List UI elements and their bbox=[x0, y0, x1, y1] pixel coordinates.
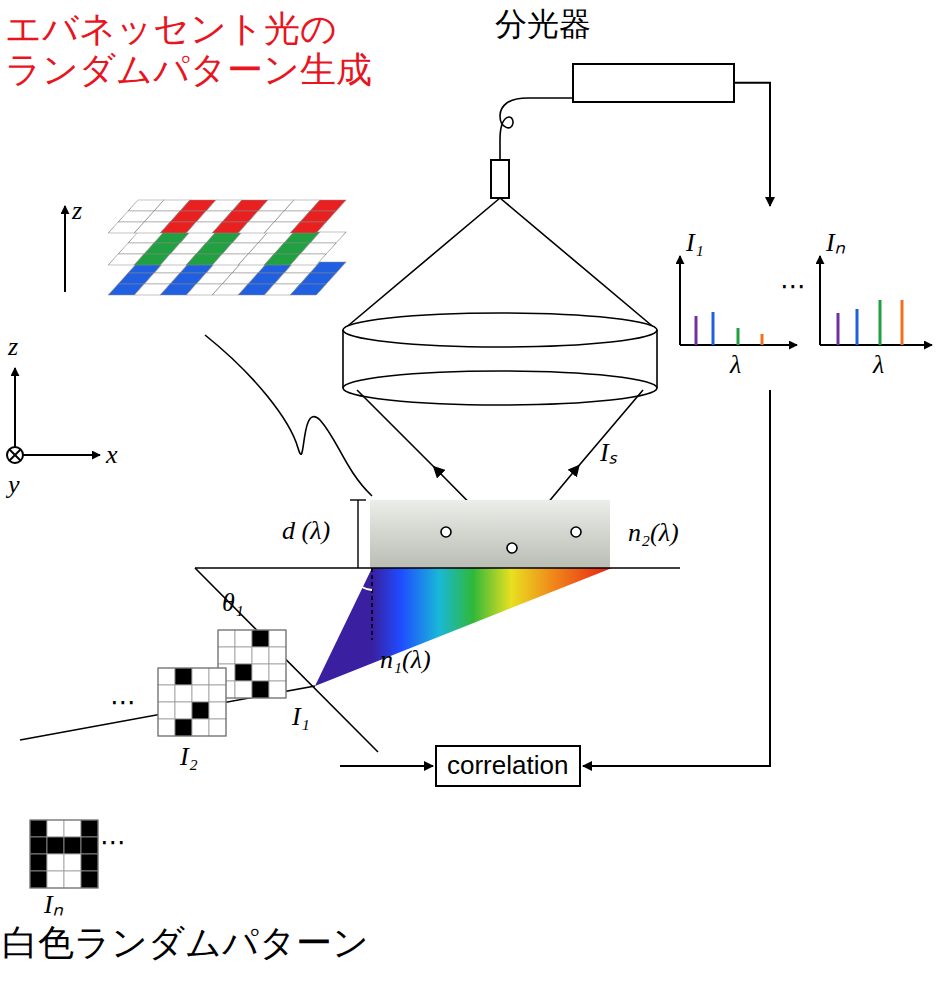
ellipsis: ⋯ bbox=[780, 272, 806, 302]
coordinate-axes bbox=[7, 368, 100, 463]
signal-arrow bbox=[735, 83, 770, 206]
angle-label: θ₁ bbox=[222, 588, 244, 618]
pattern-label: I₁ bbox=[292, 702, 310, 732]
axis-label: z bbox=[72, 196, 82, 226]
layer-grid bbox=[108, 232, 346, 265]
objective-lenses bbox=[343, 198, 657, 546]
fiber-coupler bbox=[491, 160, 509, 198]
signal-arrow bbox=[583, 390, 770, 766]
label-heading: エバネッセント光の ランダムパターン生成 bbox=[5, 8, 445, 91]
axis-label: z bbox=[8, 332, 18, 362]
node-text: correlation bbox=[447, 751, 568, 781]
signal-label: Iₛ bbox=[600, 438, 617, 468]
axis-label: y bbox=[8, 470, 20, 500]
signal-arrow bbox=[340, 765, 433, 767]
ellipsis: ⋯ bbox=[110, 688, 136, 718]
axis-label: λ bbox=[730, 350, 741, 380]
dimension-label: d (λ) bbox=[282, 516, 330, 546]
pattern-label: Iₙ bbox=[44, 890, 63, 920]
prism bbox=[195, 568, 680, 752]
spectra-plots bbox=[680, 256, 932, 345]
random-pattern bbox=[218, 630, 286, 698]
scatterers bbox=[441, 527, 581, 553]
layer-grid bbox=[108, 200, 346, 233]
pattern-label: I₂ bbox=[180, 742, 198, 772]
spectrometer-box bbox=[572, 63, 735, 103]
intensity-label: Iₙ bbox=[826, 228, 845, 258]
axis-label: x bbox=[106, 440, 118, 470]
wavy-leader bbox=[205, 335, 372, 496]
layer-grid bbox=[108, 262, 346, 295]
spectrometer: 分光器 bbox=[495, 6, 735, 103]
intensity-label: I₁ bbox=[686, 228, 704, 258]
layer-axis bbox=[65, 206, 66, 292]
caption-label: 白色ランダムパターン bbox=[2, 922, 369, 963]
ellipsis: ⋯ bbox=[100, 828, 126, 858]
random-pattern bbox=[158, 668, 226, 736]
index-label: n₂(λ) bbox=[628, 518, 679, 548]
optical-fiber bbox=[500, 98, 572, 160]
dispersed-light-fan bbox=[315, 568, 612, 686]
evanescent-layers bbox=[108, 200, 346, 295]
index-label: n₁(λ) bbox=[380, 645, 431, 675]
correlation-box: correlation bbox=[435, 745, 581, 787]
node-text: 分光器 bbox=[495, 6, 735, 43]
random-pattern bbox=[30, 820, 98, 888]
white-random-patterns bbox=[30, 630, 286, 888]
thickness-bracket bbox=[350, 500, 366, 568]
sample-layer bbox=[370, 500, 610, 568]
axis-label: λ bbox=[873, 350, 884, 380]
